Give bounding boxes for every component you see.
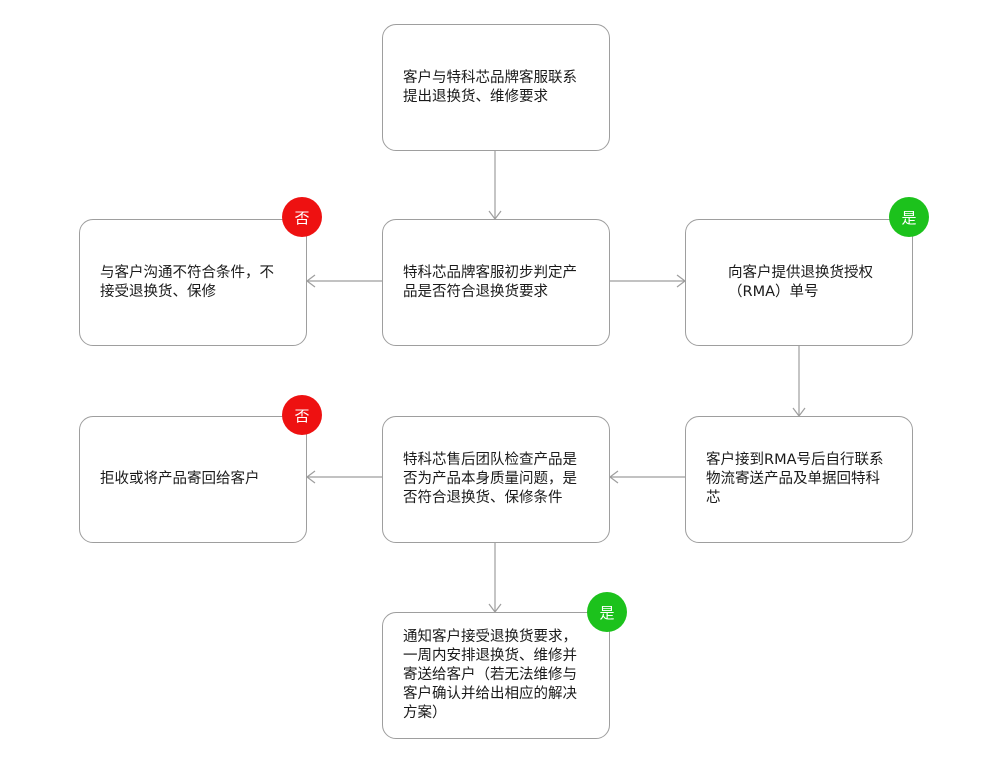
badge-no-final: 否 bbox=[282, 395, 322, 435]
node-notify-accept: 通知客户接受退换货要求，一周内安排退换货、维修并寄送给客户（若无法维修与客户确认… bbox=[382, 612, 610, 739]
node-start-text: 客户与特科芯品牌客服联系提出退换货、维修要求 bbox=[403, 69, 577, 105]
node-reject-initial-text: 与客户沟通不符合条件，不接受退换货、保修 bbox=[100, 264, 274, 300]
node-reject-final: 拒收或将产品寄回给客户 bbox=[79, 416, 307, 543]
node-reject-final-text: 拒收或将产品寄回给客户 bbox=[100, 471, 260, 487]
node-issue-rma: 向客户提供退换货授权（RMA）单号 bbox=[685, 219, 913, 346]
badge-no-initial: 否 bbox=[282, 197, 322, 237]
node-start: 客户与特科芯品牌客服联系提出退换货、维修要求 bbox=[382, 24, 610, 151]
node-notify-accept-text: 通知客户接受退换货要求，一周内安排退换货、维修并寄送给客户（若无法维修与客户确认… bbox=[403, 629, 577, 721]
node-reject-initial: 与客户沟通不符合条件，不接受退换货、保修 bbox=[79, 219, 307, 346]
node-issue-rma-text: 向客户提供退换货授权（RMA）单号 bbox=[728, 264, 873, 300]
badge-yes-rma: 是 bbox=[889, 197, 929, 237]
node-ship-back-text: 客户接到RMA号后自行联系物流寄送产品及单据回特科芯 bbox=[706, 452, 884, 506]
badge-yes-accept: 是 bbox=[587, 592, 627, 632]
arrowhead-reject-final bbox=[306, 470, 316, 484]
node-after-sales-check: 特科芯售后团队检查产品是否为产品本身质量问题，是否符合退换货、保修条件 bbox=[382, 416, 610, 543]
node-after-sales-check-text: 特科芯售后团队检查产品是否为产品本身质量问题，是否符合退换货、保修条件 bbox=[403, 452, 577, 506]
node-ship-back: 客户接到RMA号后自行联系物流寄送产品及单据回特科芯 bbox=[685, 416, 913, 543]
arrowhead-after-sales-check bbox=[609, 470, 619, 484]
arrowhead-reject-initial bbox=[306, 274, 316, 288]
node-initial-check-text: 特科芯品牌客服初步判定产品是否符合退换货要求 bbox=[403, 264, 577, 300]
node-initial-check: 特科芯品牌客服初步判定产品是否符合退换货要求 bbox=[382, 219, 610, 346]
